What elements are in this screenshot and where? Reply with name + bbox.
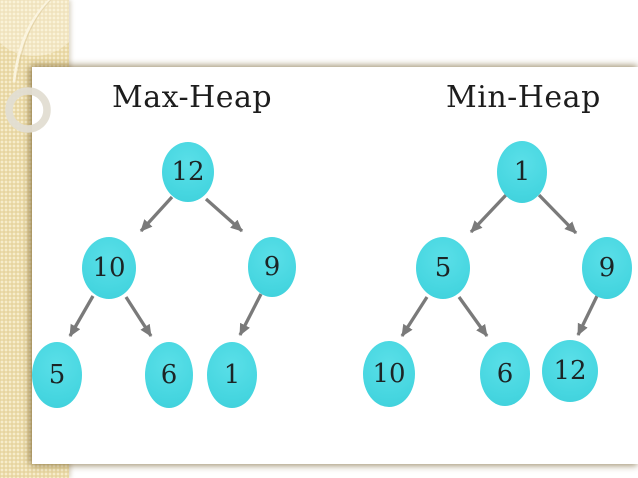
min-heap-node: 5 [416, 237, 470, 299]
max-heap-title: Max-Heap [112, 80, 273, 115]
node-value: 9 [598, 253, 616, 283]
node-value: 10 [92, 253, 126, 283]
min-heap-node: 10 [363, 341, 415, 407]
node-value: 1 [223, 360, 241, 390]
node-value: 1 [513, 157, 531, 187]
corner-circle-decoration [0, 0, 69, 83]
min-heap-title: Min-Heap [446, 80, 601, 115]
min-heap-node: 12 [542, 340, 598, 402]
edge-min-5-10 [400, 296, 429, 337]
node-value: 9 [263, 252, 281, 282]
edge-max-9-1 [238, 293, 263, 336]
max-heap-node: 5 [32, 342, 82, 408]
ring-decoration [5, 87, 51, 133]
edge-max-12-9 [204, 197, 244, 233]
max-heap-node: 6 [145, 342, 193, 408]
min-heap-node: 9 [582, 237, 632, 299]
max-heap-node: 10 [82, 237, 136, 299]
min-heap-node: 6 [480, 342, 530, 406]
max-heap-node: 9 [248, 237, 296, 297]
edge-min-9-12 [576, 295, 599, 336]
node-value: 12 [171, 157, 205, 187]
edge-min-1-9 [537, 193, 578, 235]
node-value: 6 [496, 359, 514, 389]
edge-min-5-6 [457, 296, 489, 337]
edge-min-1-5 [469, 193, 508, 234]
max-heap-node-root: 12 [162, 142, 214, 202]
node-value: 5 [48, 360, 66, 390]
edge-max-10-6 [124, 296, 153, 337]
edge-max-10-5 [68, 295, 95, 337]
node-value: 12 [553, 356, 587, 386]
min-heap-node-root: 1 [497, 141, 547, 203]
max-heap-node: 1 [207, 342, 257, 408]
edge-max-12-10 [139, 195, 174, 233]
node-value: 5 [434, 253, 452, 283]
node-value: 10 [372, 359, 406, 389]
node-value: 6 [160, 360, 178, 390]
